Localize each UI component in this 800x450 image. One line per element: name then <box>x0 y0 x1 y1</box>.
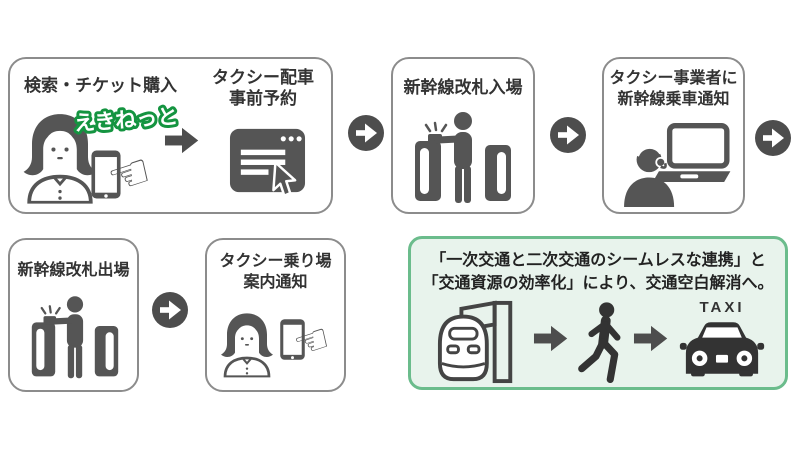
woman-icon <box>217 310 277 378</box>
step4-title-line2: 新幹線乗車通知 <box>617 90 730 108</box>
right-arrow-icon <box>633 325 669 352</box>
step2-title: タクシー配車 事前予約 <box>190 67 336 110</box>
step6-title: タクシー乗り場 案内通知 <box>207 252 344 294</box>
summary-panel: 「一次交通と二次交通のシームレスな連携」と 「交通資源の効率化」により、交通空白… <box>408 236 788 390</box>
step3-title: 新幹線改札入場 <box>403 78 523 97</box>
ticket-gate-icon <box>411 105 515 205</box>
step4-title-line1: タクシー事業者に <box>609 70 738 87</box>
walking-person-icon <box>576 301 632 383</box>
step5-title: 新幹線改札出場 <box>17 262 130 279</box>
card-gate-exit: 新幹線改札出場 <box>8 238 139 392</box>
ticket-gate-icon <box>28 290 122 380</box>
step1-title: 検索・チケット購入 <box>24 76 177 95</box>
right-arrow-icon <box>162 127 202 154</box>
step4-title: タクシー事業者に 新幹線乗車通知 <box>604 69 743 111</box>
taxi-label: TAXI <box>699 299 745 316</box>
step6-title-line1: タクシー乗り場 <box>219 253 332 270</box>
taxi-icon-group: TAXI <box>679 299 765 383</box>
card-gate-entry: 新幹線改札入場 <box>391 57 535 214</box>
circle-arrow-icon <box>152 292 188 328</box>
card-notify-operator: タクシー事業者に 新幹線乗車通知 <box>602 57 745 214</box>
card-taxi-stand-notice: タクシー乗り場 案内通知 ☜ <box>205 238 346 392</box>
card-search-and-reserve: 検索・チケット購入 タクシー配車 事前予約 えきねっと ☜ <box>8 57 333 214</box>
step2-title-line2: 事前予約 <box>229 89 297 109</box>
summary-line2: 「交通資源の効率化」により、交通空白解消へ。 <box>422 275 774 293</box>
taxi-car-icon <box>679 317 765 379</box>
operator-laptop-icon <box>616 123 734 207</box>
step6-title-line2: 案内通知 <box>243 273 308 291</box>
summary-text: 「一次交通と二次交通のシームレスな連携」と 「交通資源の効率化」により、交通空白… <box>411 249 785 295</box>
circle-arrow-icon <box>755 120 791 156</box>
shinkansen-platform-icon <box>431 299 527 385</box>
summary-line1: 「一次交通と二次交通のシームレスな連携」と <box>430 252 766 269</box>
step2-title-line1: タクシー配車 <box>212 68 314 87</box>
circle-arrow-icon <box>550 117 586 153</box>
circle-arrow-icon <box>348 115 384 151</box>
browser-window-icon <box>228 123 307 202</box>
ekinet-badge: えきねっと <box>70 102 182 138</box>
right-arrow-icon <box>533 325 569 352</box>
